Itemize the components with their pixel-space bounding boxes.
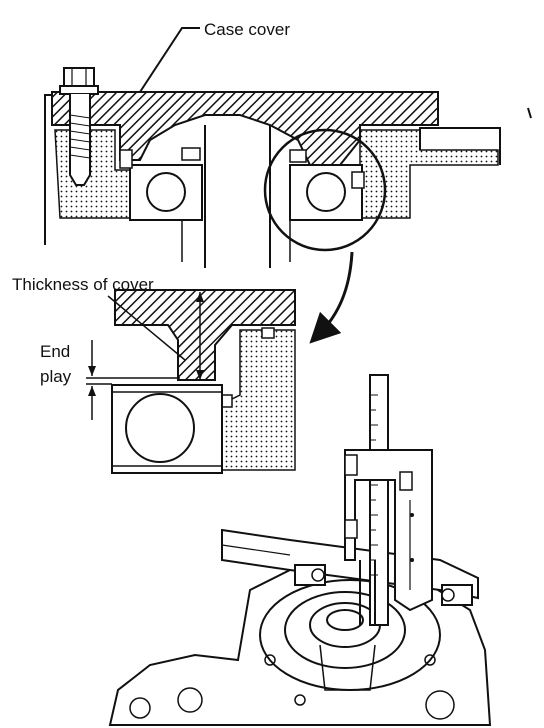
bearing-left [119,147,203,221]
enlarged-detail: Thickness of cover End play [12,275,296,474]
housing-left [54,129,131,219]
clamp-screw-right [441,584,473,606]
bearing-right [289,149,365,221]
case-cover-label: Case cover [204,20,290,39]
cover-detail [114,289,296,381]
end-play-label-line1: End [40,342,70,361]
housing-right [359,129,499,219]
clamp-screw-left [294,564,326,586]
case-cover-leader [139,27,200,93]
depth-gauge-illustration [108,374,492,726]
detail-arrow [309,251,354,344]
detail-circle [263,128,387,252]
case-section-top: Case cover [44,20,532,268]
bolt [59,67,99,186]
thickness-leader [107,295,186,361]
end-play-label-line2: play [40,367,72,386]
thickness-of-cover-label: Thickness of cover [12,275,154,294]
